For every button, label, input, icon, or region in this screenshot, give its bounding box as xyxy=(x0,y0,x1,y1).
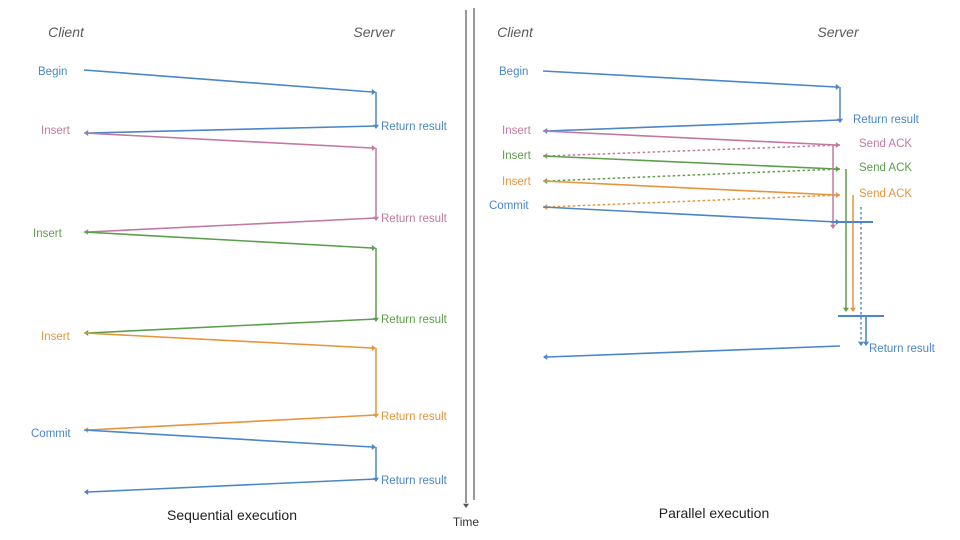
message-line-par-commit xyxy=(542,206,837,223)
lane-header-server: Server xyxy=(353,24,396,40)
server-work-group xyxy=(830,145,884,346)
message-label-seq-commit: Commit xyxy=(31,428,71,440)
message-arrowhead-seq-insert-3 xyxy=(371,345,376,351)
message-seq-begin-return: Return result xyxy=(84,92,448,136)
message-seq-insert-1: Insert xyxy=(41,125,376,151)
message-label-seq-insert-1-return: Return result xyxy=(381,213,448,225)
message-line-seq-insert-3 xyxy=(83,332,373,349)
message-par-ack-3: Send ACK xyxy=(543,188,912,210)
message-line-par-ack-1 xyxy=(546,144,841,157)
message-seq-insert-3: Insert xyxy=(41,331,376,351)
message-label-par-begin: Begin xyxy=(499,66,528,78)
time-axis-label: Time xyxy=(453,515,480,529)
message-line-par-insert-1 xyxy=(542,130,837,146)
lane-header-server: Server xyxy=(817,24,860,40)
message-label-seq-insert-2-return: Return result xyxy=(381,314,448,326)
message-arrowhead-par-begin xyxy=(835,84,840,90)
panel-caption-sequential: Sequential execution xyxy=(167,507,297,523)
message-label-par-commit: Commit xyxy=(489,200,529,212)
message-label-seq-insert-1: Insert xyxy=(41,125,71,137)
message-line-seq-insert-1-return xyxy=(87,217,377,233)
message-label-par-ack-3: Send ACK xyxy=(859,188,912,200)
message-arrowhead-seq-begin xyxy=(371,89,376,95)
message-label-par-begin-return: Return result xyxy=(853,114,920,126)
message-line-seq-insert-1 xyxy=(83,132,373,149)
message-seq-begin: Begin xyxy=(38,66,376,95)
message-label-par-ack-1: Send ACK xyxy=(859,138,912,150)
message-label-par-final-return: Return result xyxy=(869,343,936,355)
message-par-begin: Begin xyxy=(499,66,840,90)
message-seq-insert-1-return: Return result xyxy=(84,148,448,235)
message-line-seq-insert-2 xyxy=(83,231,373,249)
message-label-seq-insert-3: Insert xyxy=(41,331,71,343)
time-axis-group: Time xyxy=(453,10,480,529)
server-work-pink-arrowhead xyxy=(830,224,836,229)
server-work-blue-final-arrowhead xyxy=(863,341,869,346)
message-line-seq-begin xyxy=(83,69,373,93)
message-seq-insert-2: Insert xyxy=(33,228,376,251)
message-label-seq-begin: Begin xyxy=(38,66,67,78)
message-line-par-begin-return xyxy=(546,119,841,132)
message-line-par-insert-2 xyxy=(542,155,837,170)
panel-caption-parallel: Parallel execution xyxy=(659,505,770,521)
server-work-green-arrowhead xyxy=(843,307,849,312)
message-line-par-begin xyxy=(542,70,837,88)
message-arrowhead-seq-insert-1 xyxy=(371,145,376,151)
message-par-insert-3: Insert xyxy=(502,176,840,198)
message-line-par-insert-3 xyxy=(542,180,837,196)
lane-header-client: Client xyxy=(48,24,85,40)
message-par-commit: Commit xyxy=(489,200,840,225)
message-label-par-insert-2: Insert xyxy=(502,150,532,162)
message-par-insert-1: Insert xyxy=(502,125,840,148)
message-label-par-insert-1: Insert xyxy=(502,125,532,137)
message-label-par-insert-3: Insert xyxy=(502,176,532,188)
message-seq-commit: Commit xyxy=(31,428,376,450)
message-seq-insert-2-return: Return result xyxy=(84,248,448,336)
message-arrowhead-par-final-return xyxy=(543,354,548,360)
message-seq-insert-3-return: Return result xyxy=(84,348,448,433)
message-par-ack-1: Send ACK xyxy=(543,138,912,159)
message-line-seq-commit xyxy=(83,429,373,448)
server-work-blue-dotted-arrowhead xyxy=(858,341,864,346)
message-label-par-ack-2: Send ACK xyxy=(859,162,912,174)
message-par-insert-2: Insert xyxy=(502,150,840,172)
time-axis-arrowhead xyxy=(463,503,469,508)
message-line-seq-insert-3-return xyxy=(87,414,377,431)
message-line-par-final-return xyxy=(546,345,841,358)
lane-header-client: Client xyxy=(497,24,534,40)
message-par-final-return: Return result xyxy=(543,343,936,360)
message-line-seq-commit-return xyxy=(87,478,377,493)
message-label-seq-insert-3-return: Return result xyxy=(381,411,448,423)
message-line-seq-begin-return xyxy=(87,125,377,134)
server-work-orange-arrowhead xyxy=(850,307,856,312)
message-arrowhead-seq-insert-2 xyxy=(371,245,376,251)
message-label-seq-begin-return: Return result xyxy=(381,121,448,133)
message-par-begin-return: Return result xyxy=(543,87,920,134)
message-seq-commit-return: Return result xyxy=(84,447,448,495)
message-line-par-ack-2 xyxy=(546,168,841,182)
message-label-seq-insert-2: Insert xyxy=(33,228,63,240)
message-arrowhead-seq-commit-return xyxy=(84,489,89,495)
message-arrowhead-seq-commit xyxy=(371,444,376,450)
message-label-seq-commit-return: Return result xyxy=(381,475,448,487)
message-line-seq-insert-2-return xyxy=(87,318,377,334)
message-par-ack-2: Send ACK xyxy=(543,162,912,184)
message-line-par-ack-3 xyxy=(546,194,841,208)
